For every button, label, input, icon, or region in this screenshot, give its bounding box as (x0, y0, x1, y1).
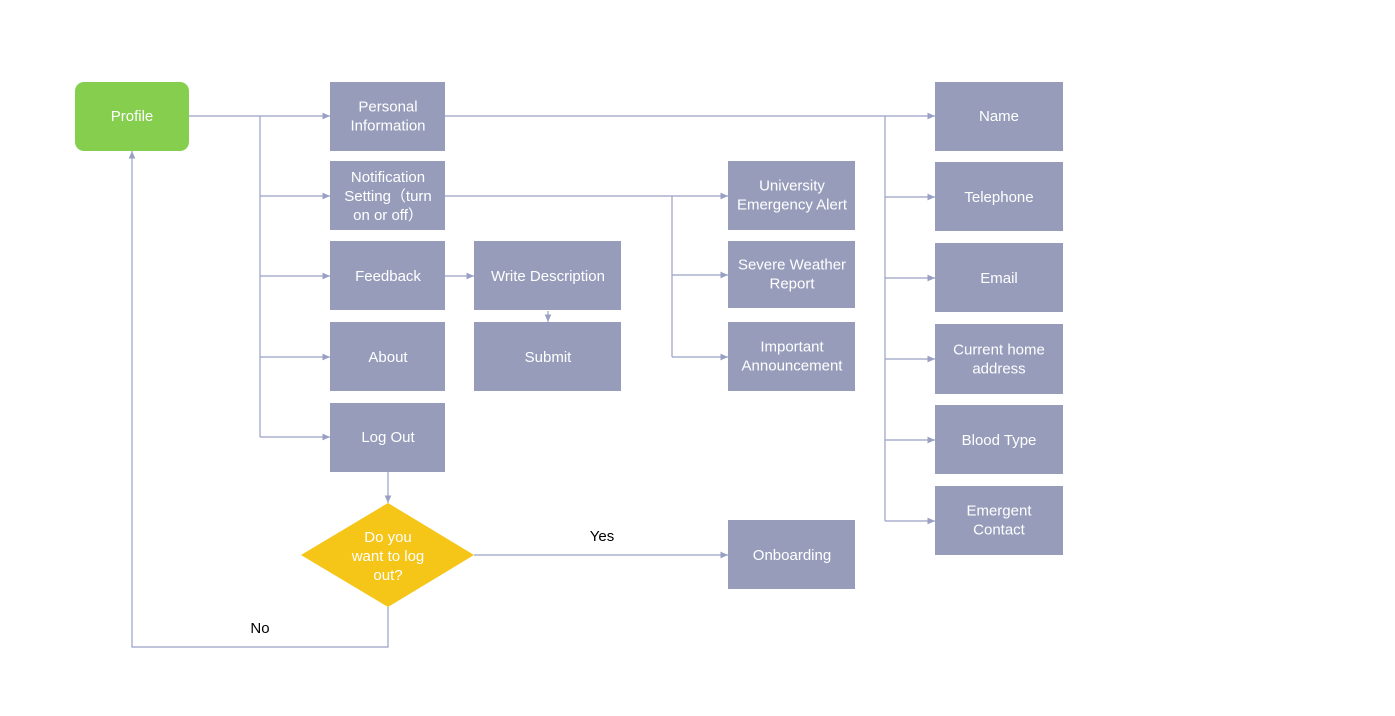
node-about[interactable]: About (330, 322, 445, 391)
node-label-line: out? (373, 567, 402, 584)
node-profile-label: Profile (111, 108, 154, 125)
node-label-line: Onboarding (753, 547, 831, 564)
node-label-line: Blood Type (962, 432, 1037, 449)
node-label-line: Do you (364, 529, 412, 546)
node-label-line: Announcement (742, 358, 844, 375)
node-label-line: Profile (111, 108, 154, 125)
node-onboarding[interactable]: Onboarding (728, 520, 855, 589)
node-name-label: Name (979, 108, 1019, 125)
node-label-line: Submit (525, 349, 573, 366)
node-logout-decision[interactable]: Do you want to log out? (301, 503, 474, 607)
node-label-line: Telephone (964, 189, 1033, 206)
node-label-line: Contact (973, 522, 1026, 539)
node-telephone-label: Telephone (964, 189, 1033, 206)
node-label-line: University (759, 178, 825, 195)
node-label-line: Important (760, 339, 824, 356)
node-email[interactable]: Email (935, 243, 1063, 312)
node-label-line: Log Out (361, 429, 415, 446)
node-label-line: Notification (351, 169, 425, 186)
node-feedback[interactable]: Feedback (330, 241, 445, 310)
node-submit-label: Submit (525, 349, 573, 366)
node-label-line: Information (350, 118, 425, 135)
node-write-description-label: Write Description (491, 268, 605, 285)
edge-label-yes: Yes (590, 528, 614, 545)
node-label-line: on or off） (353, 207, 423, 224)
node-blood-type[interactable]: Blood Type (935, 405, 1063, 474)
edge-label-no: No (250, 620, 269, 637)
node-label-line: Personal (358, 99, 417, 116)
node-label-line: Severe Weather (738, 257, 846, 274)
node-feedback-label: Feedback (355, 268, 421, 285)
node-write-description[interactable]: Write Description (474, 241, 621, 310)
node-label-line: Name (979, 108, 1019, 125)
node-onboarding-label: Onboarding (753, 547, 831, 564)
node-log-out[interactable]: Log Out (330, 403, 445, 472)
node-current-home-address[interactable]: Current home address (935, 324, 1063, 394)
node-label-line: want to log (351, 548, 425, 565)
node-label-line: Setting（turn (344, 188, 432, 205)
node-name[interactable]: Name (935, 82, 1063, 151)
node-label-line: Feedback (355, 268, 421, 285)
node-label-line: Emergency Alert (737, 197, 848, 214)
node-label-line: address (972, 361, 1025, 378)
node-label-line: Write Description (491, 268, 605, 285)
node-submit[interactable]: Submit (474, 322, 621, 391)
node-current-home-address-label: Current home address (953, 342, 1045, 378)
node-blood-type-label: Blood Type (962, 432, 1037, 449)
node-email-label: Email (980, 270, 1018, 287)
connectors (128, 112, 935, 648)
node-about-label: About (368, 349, 408, 366)
node-label-line: Email (980, 270, 1018, 287)
node-label-line: About (368, 349, 408, 366)
node-label-line: Current home (953, 342, 1045, 359)
node-label-line: Emergent (966, 503, 1032, 520)
node-logout-decision-label: Do you want to log out? (351, 529, 425, 584)
node-profile[interactable]: Profile (75, 82, 189, 151)
node-log-out-label: Log Out (361, 429, 415, 446)
edge-decision-no-to-profile (128, 151, 389, 648)
node-label-line: Report (769, 276, 815, 293)
node-telephone[interactable]: Telephone (935, 162, 1063, 231)
